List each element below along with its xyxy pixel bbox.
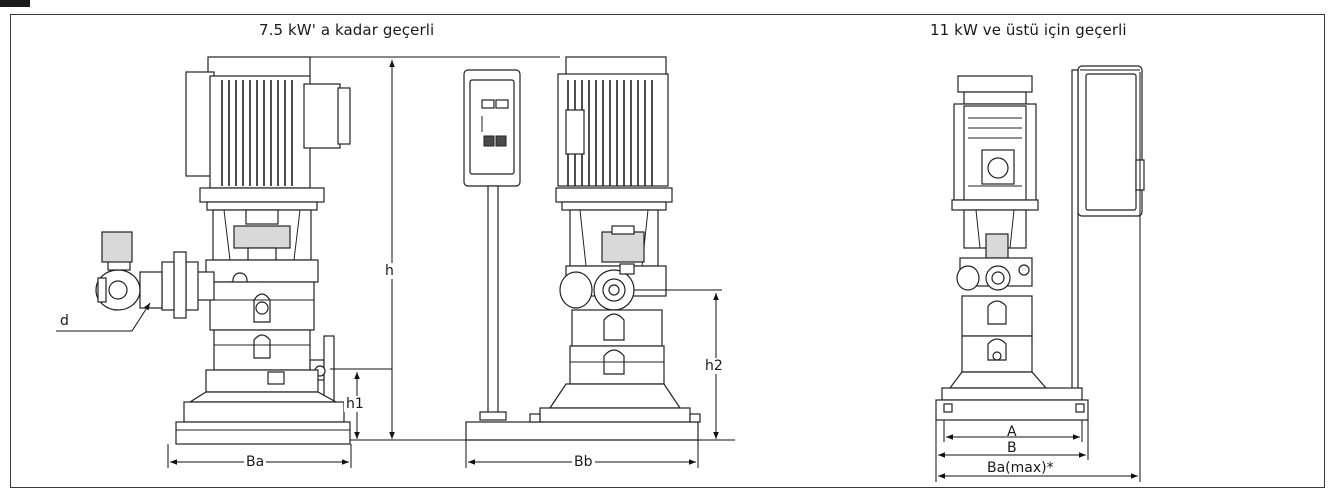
pump-left [95,56,351,445]
dim-label-Ba: Ba [244,454,267,470]
dim-label-A: A [1007,424,1017,440]
dim-label-h2: h2 [703,358,725,374]
pump-center [463,56,701,441]
dim-label-Ba-max: Ba(max)* [987,460,1054,476]
dim-label-h1: h1 [344,396,366,412]
pump-right [935,65,1145,421]
dimension-lines [56,56,1141,482]
caption-up-to-7-5kw: 7.5 kW' a kadar geçerli [259,21,435,39]
dim-label-B: B [1007,440,1017,456]
caption-11kw-and-above: 11 kW ve üstü için geçerli [930,21,1127,39]
header-mark [0,0,30,7]
dim-label-h: h [383,263,396,279]
drawing-frame [10,14,1325,488]
dim-label-Bb: Bb [572,454,595,470]
dim-label-d: d [60,313,69,329]
